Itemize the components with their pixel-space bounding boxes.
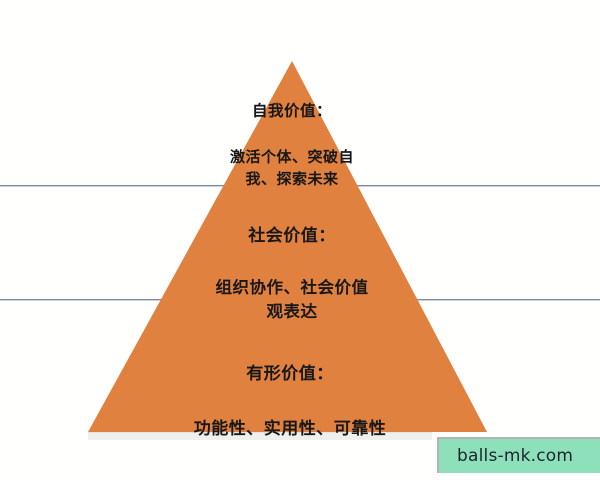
tier-label-self-value: 自我价值： 激活个体、突破自 我、探索未来 <box>192 82 392 211</box>
tier-label-tangible-value: 有形价值： 功能性、实用性、可靠性 <box>140 341 440 464</box>
pyramid-base-shadow <box>88 432 432 440</box>
tier-body-social-value: 组织协作、社会价值 观表达 <box>215 279 369 322</box>
tier-title-tangible-value: 有形价值： <box>246 364 334 384</box>
tier-body-tangible-value: 功能性、实用性、可靠性 <box>193 419 387 439</box>
watermark-label: balls-mk.com <box>457 446 574 466</box>
tier-title-social-value: 社会价值： <box>248 226 336 246</box>
tier-body-self-value: 激活个体、突破自 我、探索未来 <box>229 149 354 189</box>
watermark-badge: balls-mk.com <box>437 437 600 473</box>
tier-title-self-value: 自我价值： <box>251 103 332 121</box>
tier-label-social-value: 社会价值： 组织协作、社会价值 观表达 <box>172 203 412 348</box>
